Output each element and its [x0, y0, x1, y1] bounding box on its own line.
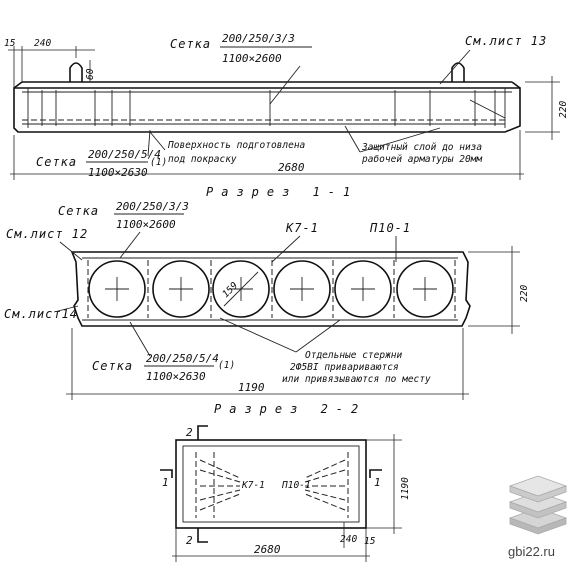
s2-mesh-bottom-denominator: 1100×2630 [146, 370, 206, 383]
s2-mesh-bottom-label: Сетка [92, 359, 133, 373]
mesh-bottom-label: Сетка [36, 155, 77, 169]
dim-15-label: 15 [4, 38, 16, 49]
bars-note-line1: Отдельные стержни [305, 350, 403, 361]
s2-mesh-top-denominator: 1100×2600 [116, 218, 176, 231]
section-2-2: 159 Сетка 200/250/3/3 1100×2600 См.лист … [4, 200, 530, 416]
cut-1-right-marker [369, 469, 382, 478]
dim-60-label: 60 [85, 68, 96, 80]
cut-2-top-label: 2 [186, 426, 193, 439]
cover-note-line1: Защитный слой до низа [361, 142, 482, 153]
k7-1-label: К7-1 [285, 221, 319, 235]
stacked-slabs-icon [508, 475, 568, 535]
cut-2-bottom-label: 2 [186, 534, 193, 547]
mesh-bottom-denominator: 1100×2630 [88, 166, 148, 179]
slab-cross-section [70, 251, 471, 327]
section-2-title: Разрез 2-2 [214, 402, 366, 416]
mesh-top-numerator: 200/250/3/3 [222, 32, 295, 45]
plan-dim-15-label: 15 [364, 536, 376, 547]
plan-inner-mesh [182, 445, 360, 523]
cover-note-line2: рабочей арматуры 20мм [361, 154, 482, 165]
leader-sheet-13 [439, 49, 471, 85]
lifting-loop-left [69, 62, 83, 82]
plan-k7-1-label: К7-1 [241, 480, 265, 491]
dim-240-label: 240 [34, 38, 51, 49]
section-1-1: 15 240 60 220 2680 Сетка 200/250/3/3 110… [4, 32, 569, 199]
p10-1-label: П10-1 [369, 221, 411, 235]
cut-2-bottom-marker [197, 528, 208, 543]
bars-note-line2: 2Ф5ВI привариваются [290, 362, 399, 373]
dim-159-label: 159 [220, 280, 240, 300]
leader-mesh-top [269, 65, 301, 105]
diagonal-bar [469, 99, 506, 119]
bars-note-line3: или привязываются по месту [282, 374, 431, 385]
cut-1-left-marker [160, 469, 173, 478]
dim-2680-label: 2680 [278, 161, 305, 174]
k7-1-frames [87, 260, 456, 318]
s2-mesh-top-numerator: 200/250/3/3 [116, 200, 189, 213]
slab-chamfer-right [511, 81, 521, 89]
section-1-title: Разрез 1-1 [206, 185, 358, 199]
s2-dim-1190-label: 1190 [238, 381, 265, 394]
plan-outline [175, 439, 367, 529]
slab-outline [13, 87, 521, 133]
cut-1-left-label: 1 [162, 476, 169, 489]
mesh-top-denominator: 1100×2600 [222, 52, 282, 65]
mesh-bottom-qty: (1) [150, 157, 167, 168]
lifting-loop-right [451, 62, 465, 82]
plan-dim-1190-label: 1190 [400, 477, 411, 500]
sheet-13-ref: См.лист 13 [465, 34, 547, 48]
hollow-voids [88, 260, 454, 318]
plan-view: К7-1 П10-1 2 2 1 1 1190 2680 240 15 [160, 425, 411, 562]
plan-p10-1-label: П10-1 [281, 480, 311, 491]
s2-mesh-top-label: Сетка [58, 204, 99, 218]
cut-2-top-marker [197, 425, 208, 440]
dim-220-label: 220 [558, 101, 569, 118]
s2-mesh-bottom-qty: (1) [218, 360, 235, 371]
slab-chamfer-left [13, 81, 23, 89]
vertical-bars [27, 88, 506, 128]
surface-note-line2: под покраску [168, 154, 237, 165]
s2-dim-220-label: 220 [519, 285, 530, 302]
leader-mesh-bottom [147, 129, 151, 157]
plan-rebars [195, 452, 349, 518]
mesh-bottom-numerator: 200/250/5/4 [88, 148, 161, 161]
s2-mesh-bottom-numerator: 200/250/5/4 [146, 352, 219, 365]
plan-dim-240-label: 240 [340, 534, 357, 545]
surface-note-line1: Поверхность подготовлена [167, 140, 306, 151]
mesh-top-label: Сетка [170, 37, 211, 51]
plan-dim-2680-label: 2680 [254, 543, 281, 556]
sheet-12-ref: См.лист 12 [6, 227, 88, 241]
watermark-site: gbi22.ru [508, 544, 555, 559]
cut-1-right-label: 1 [374, 476, 381, 489]
